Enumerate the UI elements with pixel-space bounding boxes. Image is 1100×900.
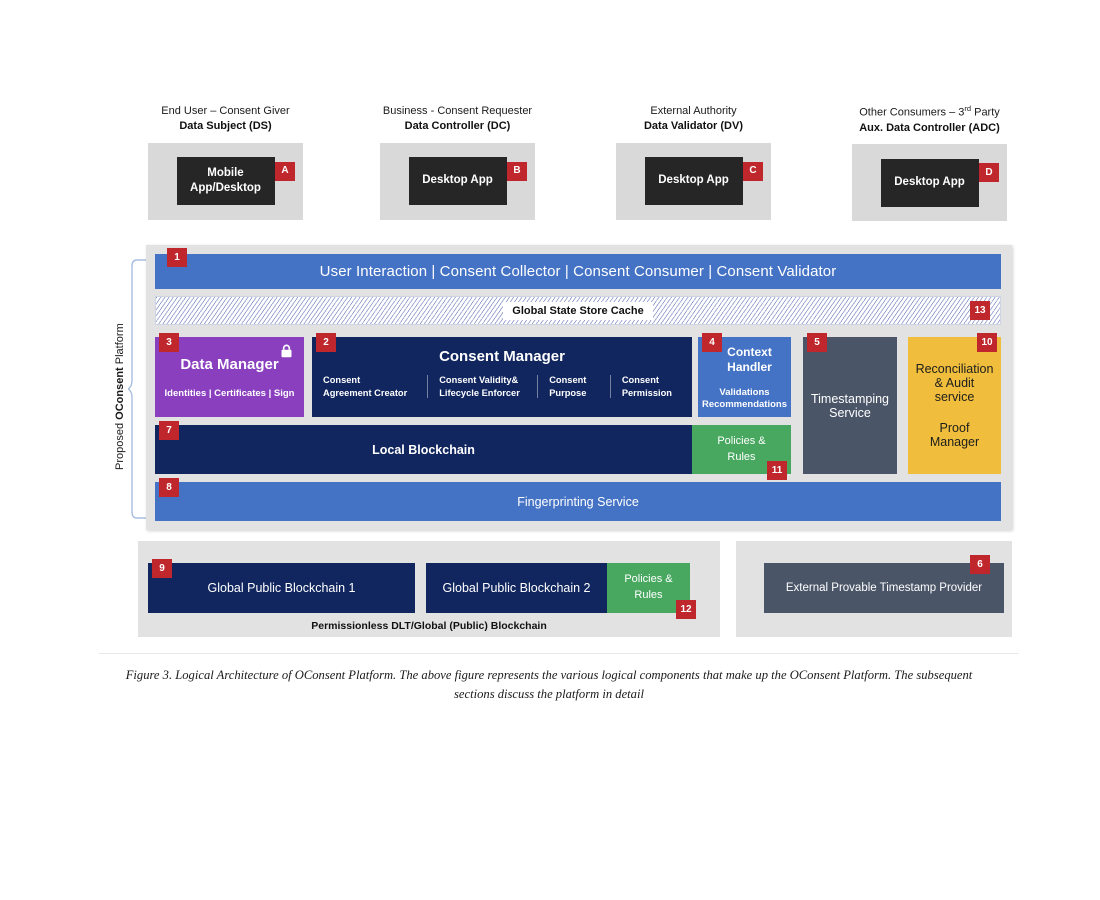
actor-data-subject: End User – Consent Giver Data Subject (D… <box>148 104 303 220</box>
actor-role-line: End User – Consent Giver <box>161 105 290 117</box>
timestamping-service-label: Timestamping Service <box>810 391 890 420</box>
actor-device-tray: Desktop App C <box>616 142 771 220</box>
fingerprinting-service-label: Fingerprinting Service <box>517 494 639 509</box>
data-manager-title: Data Manager <box>180 355 279 373</box>
consent-manager-item[interactable]: Consent Validity& Lifecycle Enforcer <box>439 375 520 398</box>
cache-label: Global State Store Cache <box>503 301 653 320</box>
context-handler-subtitle: Validations Recommendations <box>702 387 787 411</box>
platform-bracket <box>128 259 148 519</box>
global-state-store-cache[interactable]: Global State Store Cache <box>155 296 1001 325</box>
local-blockchain-label: Local Blockchain <box>372 442 475 457</box>
policies-rules-local-label: Policies & Rules <box>717 434 766 463</box>
badge-3: 3 <box>159 333 179 352</box>
actor-role-name: Aux. Data Controller (ADC) <box>859 121 1000 134</box>
badge-11: 11 <box>767 461 787 480</box>
consent-manager-title: Consent Manager <box>439 348 565 365</box>
context-handler-title: Context Handler <box>727 345 772 374</box>
badge-1: 1 <box>167 248 187 267</box>
actor-badge-d: D <box>979 163 999 183</box>
timestamping-service-block[interactable]: Timestamping Service <box>803 337 897 474</box>
reconciliation-audit-block[interactable]: Reconciliation & Audit service Proof Man… <box>908 337 1001 474</box>
actor-role-name: Data Controller (DC) <box>404 119 511 132</box>
actor-device-tray: Desktop App D <box>852 144 1007 222</box>
badge-12: 12 <box>676 600 696 619</box>
consent-manager-block[interactable]: Consent Manager Consent Agreement Creato… <box>312 337 692 417</box>
badge-2: 2 <box>316 333 336 352</box>
external-timestamp-provider[interactable]: External Provable Timestamp Provider <box>764 563 1004 613</box>
divider <box>610 375 611 399</box>
actor-role-line-post: Party <box>971 106 1000 119</box>
badge-8: 8 <box>159 478 179 497</box>
caption-divider <box>99 653 1019 654</box>
actor-data-controller: Business - Consent Requester Data Contro… <box>380 104 535 220</box>
badge-6: 6 <box>970 555 990 574</box>
actor-badge-a: A <box>275 161 295 181</box>
global-public-blockchain-1-label: Global Public Blockchain 1 <box>207 581 356 595</box>
actor-role-name: Data Validator (DV) <box>643 119 744 132</box>
badge-10: 10 <box>977 333 997 352</box>
oconsent-platform-container: User Interaction | Consent Collector | C… <box>146 245 1012 530</box>
actor-role-name: Data Subject (DS) <box>179 119 272 132</box>
badge-13: 13 <box>970 301 990 320</box>
side-label-pre: Proposed <box>114 419 126 470</box>
actor-role-line: Business - Consent Requester <box>382 105 533 117</box>
data-manager-block[interactable]: Data Manager Identities | Certificates |… <box>155 337 304 417</box>
actor-role-line-pre: Other Consumers – 3 <box>859 106 965 119</box>
actor-device-tray: Mobile App/Desktop A <box>148 142 303 220</box>
consent-manager-items: Consent Agreement Creator Consent Validi… <box>312 374 692 399</box>
fingerprinting-service-block[interactable]: Fingerprinting Service <box>155 482 1001 521</box>
divider <box>537 375 539 399</box>
figure-caption: Figure 3. Logical Architecture of OConse… <box>125 668 973 701</box>
divider <box>427 375 429 399</box>
actor-role-line-ordinal: rd <box>964 104 972 113</box>
actor-aux-data-controller: Other Consumers – 3rd Party Aux. Data Co… <box>852 104 1007 222</box>
proof-manager-label: Proof Manager <box>929 421 980 449</box>
global-public-blockchain-2-label: Global Public Blockchain 2 <box>442 581 591 595</box>
consent-manager-item[interactable]: Consent Agreement Creator <box>323 375 408 398</box>
actor-badge-b: B <box>507 161 527 181</box>
external-timestamp-group: External Provable Timestamp Provider 6 <box>736 541 1012 637</box>
permissionless-dlt-caption: Permissionless DLT/Global (Public) Block… <box>311 620 547 632</box>
actor-app-box[interactable]: Desktop App <box>408 157 507 206</box>
badge-9: 9 <box>152 559 172 578</box>
permissionless-dlt-group: Global Public Blockchain 1 9 Global Publ… <box>138 541 720 637</box>
platform-top-bar[interactable]: User Interaction | Consent Collector | C… <box>155 254 1001 289</box>
consent-manager-item[interactable]: Consent Permission <box>621 375 672 398</box>
external-timestamp-provider-label: External Provable Timestamp Provider <box>785 581 983 594</box>
actor-device-tray: Desktop App B <box>380 142 535 220</box>
global-public-blockchain-1[interactable]: Global Public Blockchain 1 <box>148 563 415 613</box>
side-label-bold: OConsent <box>114 367 126 420</box>
consent-manager-item[interactable]: Consent Purpose <box>549 375 587 398</box>
global-public-blockchain-2[interactable]: Global Public Blockchain 2 <box>426 563 607 613</box>
actor-role-line: External Authority <box>650 105 737 117</box>
data-manager-subtitle: Identities | Certificates | Sign <box>164 387 295 399</box>
actor-app-box[interactable]: Desktop App <box>644 157 743 206</box>
actor-badge-c: C <box>743 161 763 181</box>
actor-app-box[interactable]: Mobile App/Desktop <box>176 157 275 206</box>
platform-side-label: Proposed OConsent Platform <box>114 323 126 470</box>
badge-7: 7 <box>159 421 179 440</box>
lock-icon <box>281 344 292 358</box>
badge-4: 4 <box>702 333 722 352</box>
platform-top-bar-label: User Interaction | Consent Collector | C… <box>319 263 837 280</box>
side-label-post: Platform <box>114 323 126 368</box>
actor-data-validator: External Authority Data Validator (DV) D… <box>616 104 771 220</box>
policies-rules-public-label: Policies & Rules <box>624 573 673 601</box>
reconciliation-title: Reconciliation & Audit service <box>915 362 994 404</box>
badge-5: 5 <box>807 333 827 352</box>
local-blockchain-block[interactable]: Local Blockchain <box>155 425 692 474</box>
actor-role-line: Other Consumers – 3rd Party <box>852 104 1007 121</box>
actor-app-box[interactable]: Desktop App <box>880 158 979 207</box>
